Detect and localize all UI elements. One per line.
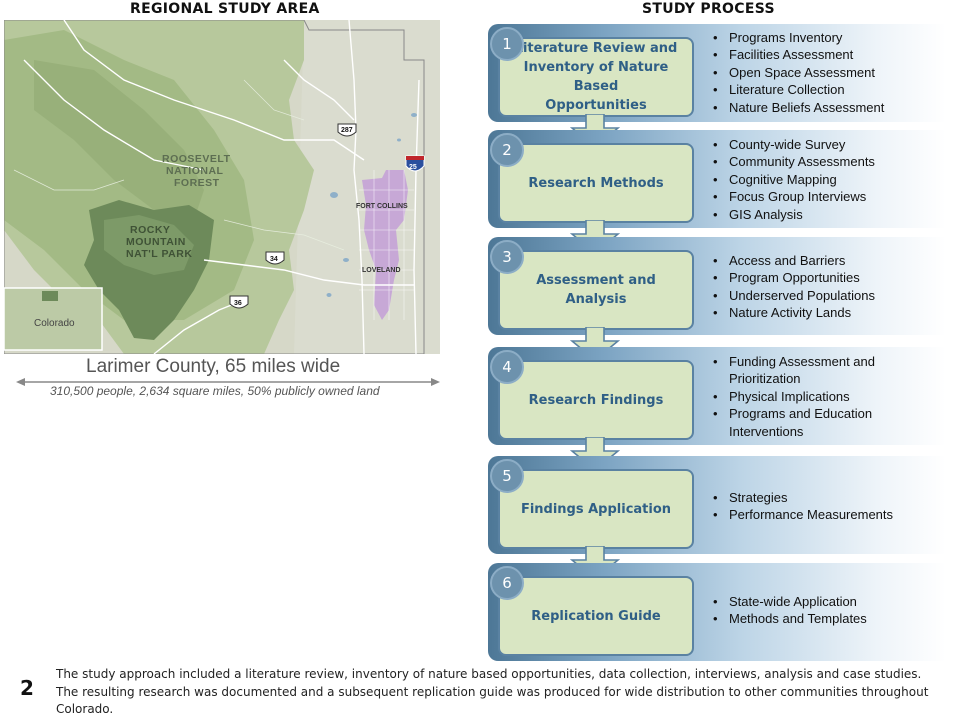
step-bullet-item: Cognitive Mapping xyxy=(712,171,875,189)
rocky-label-1: ROCKY xyxy=(130,224,170,236)
step-title: Literature Review and Inventory of Natur… xyxy=(514,41,678,113)
step-bullet-item: Nature Activity Lands xyxy=(712,304,875,322)
step-bullets: Programs InventoryFacilities AssessmentO… xyxy=(712,29,884,116)
us-34-shield: 34 xyxy=(265,251,285,265)
step-bullet-item: Nature Beliefs Assessment xyxy=(712,99,884,117)
step-box: Research Methods xyxy=(498,143,694,223)
rocky-label-2: MOUNTAIN xyxy=(126,236,186,248)
step-bullet-item: Physical Implications xyxy=(712,388,875,406)
step-bullets: StrategiesPerformance Measurements xyxy=(712,489,893,524)
step-bullet-item: Program Opportunities xyxy=(712,269,875,287)
step-bullets: County-wide SurveyCommunity AssessmentsC… xyxy=(712,136,875,223)
fort-collins-label: FORT COLLINS xyxy=(356,203,408,210)
figure-caption: The study approach included a literature… xyxy=(56,667,929,716)
step-bullet-item: Prioritization xyxy=(729,371,801,387)
step-title: Research Findings xyxy=(528,392,664,408)
step-bullet-item: Funding Assessment and xyxy=(712,353,875,371)
county-title: Larimer County, 65 miles wide xyxy=(86,356,341,377)
step-bullet-item: Methods and Templates xyxy=(712,610,867,628)
study-process: Literature Review and Inventory of Natur… xyxy=(0,0,960,662)
step-bullet-item: Literature Collection xyxy=(712,81,884,99)
regional-map: ROOSEVELT NATIONAL FOREST ROCKY MOUNTAIN… xyxy=(4,20,440,354)
svg-text:25: 25 xyxy=(409,164,417,171)
regional-study-area-heading: REGIONAL STUDY AREA xyxy=(130,1,320,17)
us-36-shield: 36 xyxy=(229,295,249,309)
roosevelt-label-2: NATIONAL xyxy=(166,165,224,177)
step-bullet-item: Facilities Assessment xyxy=(712,46,884,64)
step-bullets: Funding Assessment andPrioritizationPhys… xyxy=(712,353,875,440)
step-title: Findings Application xyxy=(520,501,672,517)
step-number-badge: 4 xyxy=(490,350,524,384)
step-title: Assessment and Analysis xyxy=(536,273,656,307)
step-title: Research Methods xyxy=(528,175,664,191)
forest-dark xyxy=(34,60,204,220)
step-bullet-item: Programs and Education xyxy=(712,405,875,423)
urban-grid xyxy=(359,170,414,320)
us-287-shield: 287 xyxy=(337,123,357,137)
interstate-25-shield: 25 xyxy=(405,155,425,172)
step-bullet-item: County-wide Survey xyxy=(712,136,875,154)
step-bullet-item: Underserved Populations xyxy=(712,287,875,305)
county-stats: 310,500 people, 2,634 square miles, 50% … xyxy=(50,384,380,398)
step-number-badge: 6 xyxy=(490,566,524,600)
step-bullet-item: Programs Inventory xyxy=(712,29,884,47)
county-width-arrow xyxy=(16,378,440,386)
step-box: Research Findings xyxy=(498,360,694,440)
figure-number: 2 xyxy=(20,676,34,700)
step-number-badge: 1 xyxy=(490,27,524,61)
step-bullet-item: Community Assessments xyxy=(712,153,875,171)
step-bullets: State-wide ApplicationMethods and Templa… xyxy=(712,593,867,628)
svg-text:287: 287 xyxy=(341,127,353,134)
colorado-label: Colorado xyxy=(34,318,75,329)
roads xyxy=(23,20,420,354)
park-highlight xyxy=(104,215,194,275)
step-title: Replication Guide xyxy=(531,608,661,624)
roosevelt-label-1: ROOSEVELT xyxy=(162,153,231,165)
step-bullet-item: Interventions xyxy=(729,423,804,439)
rivers xyxy=(13,79,345,251)
colorado-inset: Colorado xyxy=(4,287,103,351)
step-number-badge: 2 xyxy=(490,133,524,167)
step-bullet-item: Strategies xyxy=(712,489,893,507)
roosevelt-label-3: FOREST xyxy=(174,177,220,189)
step-box: Replication Guide xyxy=(498,576,694,656)
county-boundary xyxy=(4,20,425,354)
step-number-badge: 5 xyxy=(490,459,524,493)
svg-text:34: 34 xyxy=(270,256,278,263)
step-box: Assessment and Analysis xyxy=(498,250,694,330)
step-bullet-item: Access and Barriers xyxy=(712,252,875,270)
loveland-label: LOVELAND xyxy=(362,267,401,274)
svg-text:36: 36 xyxy=(234,300,242,307)
step-number-badge: 3 xyxy=(490,240,524,274)
step-bullet-item: Open Space Assessment xyxy=(712,64,884,82)
step-bullet-item: Focus Group Interviews xyxy=(712,188,875,206)
urban-area xyxy=(362,170,408,320)
study-process-heading: STUDY PROCESS xyxy=(642,1,775,17)
step-box: Findings Application xyxy=(498,469,694,549)
step-bullet-item: State-wide Application xyxy=(712,593,867,611)
lakes xyxy=(326,113,417,297)
step-box: Literature Review and Inventory of Natur… xyxy=(498,37,694,117)
rocky-label-3: NAT'L PARK xyxy=(126,248,192,260)
step-bullets: Access and BarriersProgram Opportunities… xyxy=(712,252,875,322)
step-bullet-item: GIS Analysis xyxy=(712,206,875,224)
step-bullet-item: Performance Measurements xyxy=(712,506,893,524)
